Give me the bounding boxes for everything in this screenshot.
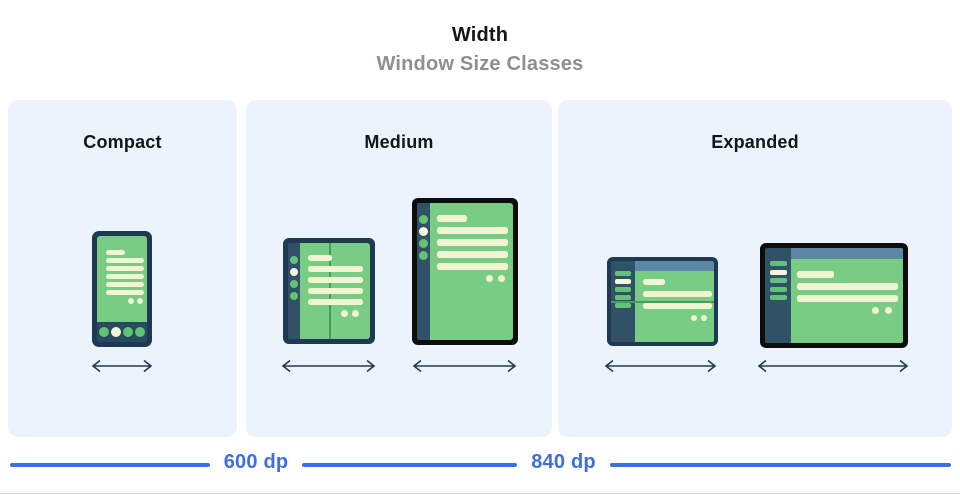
ruler-line-segment — [302, 463, 517, 467]
action-dot — [701, 315, 707, 321]
diagram-subtitle: Window Size Classes — [376, 53, 584, 75]
action-dots — [797, 307, 898, 314]
width-arrow-icon — [90, 359, 154, 373]
width-arrow-icon — [603, 359, 718, 373]
action-dot — [486, 275, 493, 282]
content-line-short — [437, 215, 467, 222]
tablet-screen — [430, 203, 513, 340]
tablet-portrait-illustration — [412, 198, 518, 345]
content-area — [791, 259, 903, 343]
fold-hinge-line — [611, 301, 714, 303]
action-dot — [128, 298, 134, 304]
foldable-landscape-illustration — [607, 257, 718, 346]
content-line — [797, 295, 898, 302]
main-pane — [635, 261, 714, 342]
content-line — [106, 290, 144, 295]
width-arrow-icon — [411, 359, 518, 373]
action-dot — [341, 310, 348, 317]
menu-bar — [615, 287, 631, 292]
nav-dot — [123, 327, 133, 337]
content-line — [308, 277, 363, 283]
rail-dot — [290, 280, 298, 288]
rail-dot — [290, 292, 298, 300]
ruler-line-segment — [10, 463, 210, 467]
action-dots — [106, 298, 144, 304]
menu-bar — [615, 303, 631, 308]
rail-dot — [419, 251, 428, 260]
content-line-short — [106, 250, 125, 255]
content-line — [437, 239, 508, 246]
menu-bar — [770, 286, 787, 292]
action-dot — [691, 315, 697, 321]
rail-dot — [419, 215, 428, 224]
menu-bar — [615, 279, 631, 284]
nav-dot — [99, 327, 109, 337]
action-dot — [872, 307, 879, 314]
breakpoint-840dp-label: 840 dp — [531, 451, 596, 473]
action-dots — [437, 275, 508, 282]
content-line-short — [797, 271, 834, 278]
menu-bar — [770, 269, 787, 275]
rail-dot — [290, 268, 298, 276]
rail-dot — [290, 256, 298, 264]
phone-screen — [97, 236, 147, 322]
content-line — [643, 303, 712, 309]
menu-bar — [770, 295, 787, 300]
action-dot — [137, 298, 143, 304]
panel-compact-label: Compact — [83, 132, 162, 152]
menu-bar — [770, 261, 787, 266]
panel-medium-label: Medium — [364, 132, 434, 152]
open-foldable-illustration — [283, 238, 375, 344]
top-app-bar — [791, 248, 903, 259]
content-line — [106, 258, 144, 263]
rail-dot — [419, 227, 428, 236]
menu-bar — [770, 278, 787, 283]
content-line — [308, 266, 363, 272]
content-line-short — [643, 279, 665, 285]
diagram-title: Width — [451, 24, 509, 46]
action-dot — [352, 310, 359, 317]
width-arrow-icon — [280, 359, 377, 373]
rail-dot — [419, 239, 428, 248]
action-dots — [643, 315, 712, 321]
content-line — [106, 266, 144, 271]
width-arrow-icon — [756, 359, 910, 373]
content-line — [437, 251, 508, 258]
tablet-landscape-illustration — [760, 243, 908, 348]
nav-rail — [417, 203, 430, 340]
content-line — [797, 283, 898, 290]
menu-bar — [615, 295, 631, 300]
nav-rail — [288, 243, 300, 339]
nav-dot — [111, 327, 121, 337]
breakpoint-600dp-label: 600 dp — [223, 451, 289, 473]
nav-drawer — [765, 248, 791, 343]
action-dot — [885, 307, 892, 314]
ruler-line-segment — [610, 463, 951, 467]
menu-bar — [615, 271, 631, 276]
top-app-bar — [635, 261, 714, 271]
phone-nav-bar — [97, 322, 147, 342]
content-line — [437, 263, 508, 270]
content-line — [308, 288, 363, 294]
phone-portrait-illustration — [92, 231, 152, 347]
content-line — [308, 299, 363, 305]
panel-expanded-label: Expanded — [711, 132, 799, 152]
content-line — [437, 227, 508, 234]
main-pane — [791, 248, 903, 343]
foldable-screen — [300, 243, 370, 339]
content-line-short — [308, 255, 332, 261]
content-area — [635, 271, 714, 342]
nav-dot — [135, 327, 145, 337]
action-dot — [498, 275, 505, 282]
action-dots — [308, 310, 363, 317]
content-line — [643, 291, 712, 297]
content-line — [106, 274, 144, 279]
content-line — [106, 282, 144, 287]
